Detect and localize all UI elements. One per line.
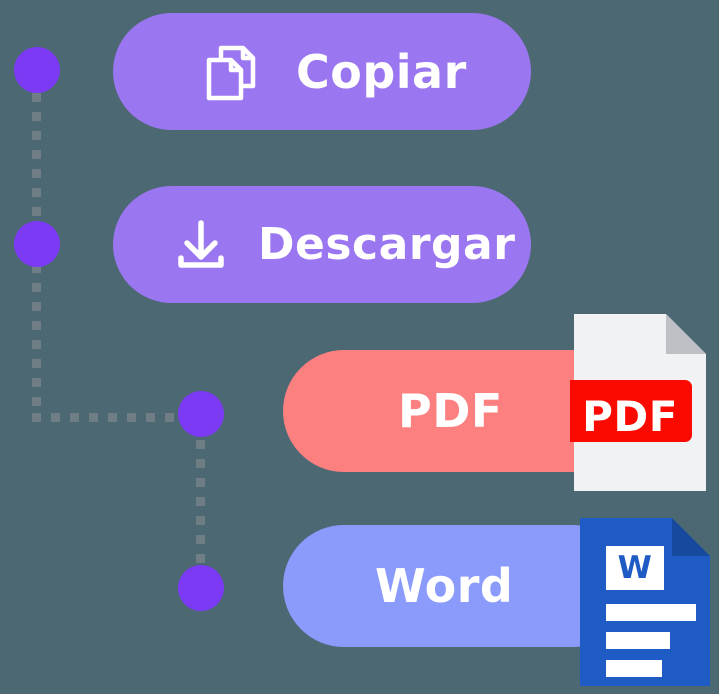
pdf-button-label: PDF bbox=[398, 384, 503, 438]
download-tray-icon bbox=[168, 212, 234, 278]
copiar-button-label: Copiar bbox=[296, 44, 467, 99]
node-dot-descargar[interactable] bbox=[14, 221, 60, 267]
word-file-icon-label: W bbox=[617, 550, 653, 586]
node-dot-copiar[interactable] bbox=[14, 47, 60, 93]
word-button[interactable]: Word bbox=[283, 525, 633, 647]
connector-branch-vertical bbox=[196, 440, 205, 572]
connector-branch-horizontal bbox=[32, 413, 200, 422]
word-button-label: Word bbox=[375, 559, 514, 613]
descargar-button-label: Descargar bbox=[258, 219, 516, 270]
word-file-icon: W bbox=[576, 508, 716, 690]
descargar-button[interactable]: Descargar bbox=[113, 186, 531, 303]
copiar-button[interactable]: Copiar bbox=[113, 13, 531, 130]
node-dot-pdf[interactable] bbox=[178, 391, 224, 437]
copy-documents-icon bbox=[198, 39, 264, 105]
pdf-file-icon: PDF bbox=[562, 310, 710, 495]
pdf-file-icon-label: PDF bbox=[582, 392, 678, 441]
node-dot-word[interactable] bbox=[178, 565, 224, 611]
